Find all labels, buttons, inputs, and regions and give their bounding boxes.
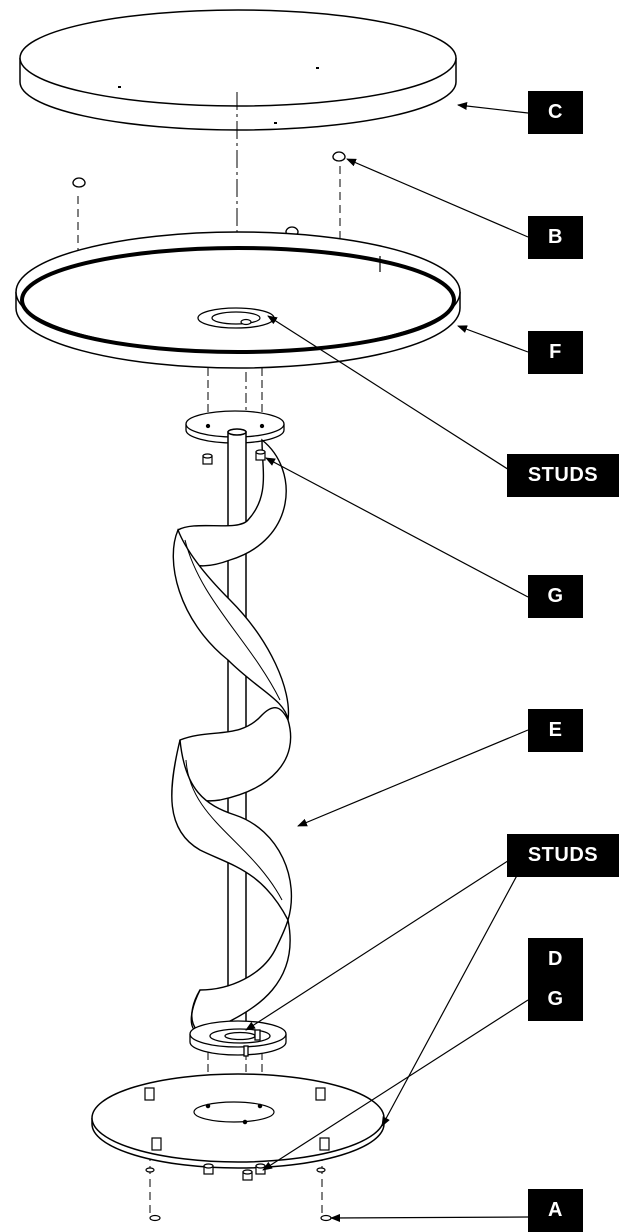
part-c-top-cap [19,9,457,131]
part-d-base-disk [91,1073,385,1169]
callout-a: A [528,1189,583,1232]
part-g-nuts [202,449,266,1181]
part-b-screws [72,151,346,237]
callout-d: D [528,938,583,981]
callout-studs-bottom: STUDS [507,834,619,877]
part-f-upper-disk [15,231,461,369]
callout-c: C [528,91,583,134]
leader-lines [245,102,529,1222]
callout-b: B [528,216,583,259]
callout-f: F [528,331,583,374]
part-e-helix-ribbon [171,438,293,1037]
callout-g-bottom: G [528,978,583,1021]
part-a-feet [145,1167,332,1222]
callout-g-top: G [528,575,583,618]
callout-studs-top: STUDS [507,454,619,497]
lower-mounting-plate [189,1020,287,1057]
callout-e: E [528,709,583,752]
